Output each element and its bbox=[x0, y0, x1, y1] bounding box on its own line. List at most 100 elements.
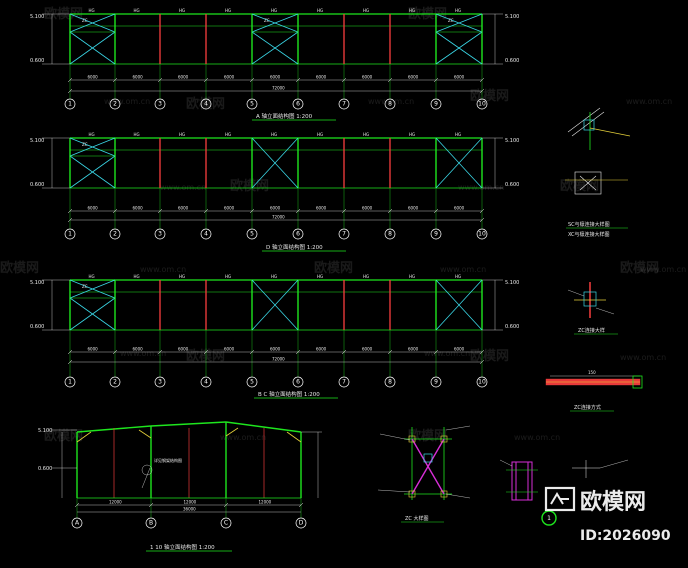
brace-tag: ZC bbox=[448, 18, 454, 23]
beam-tag: HG bbox=[89, 8, 95, 13]
axis-bubble-5 bbox=[246, 376, 258, 388]
wall-brace bbox=[69, 137, 116, 157]
axis-label: C bbox=[224, 520, 228, 527]
bay-dim-value: 6000 bbox=[408, 75, 419, 80]
bay-dim-value: 6000 bbox=[224, 75, 235, 80]
dim-tick bbox=[295, 349, 301, 355]
brace-tag: ZC bbox=[82, 18, 88, 23]
wall-brace bbox=[435, 137, 483, 189]
axis-label: 1 bbox=[68, 379, 72, 386]
bay-dim-value: 6000 bbox=[454, 75, 465, 80]
end-plate bbox=[632, 375, 643, 389]
beam-tag: HG bbox=[271, 8, 277, 13]
beam-tag: HG bbox=[225, 8, 231, 13]
corner-plate bbox=[440, 435, 448, 443]
watermark-brand: 欧模网 bbox=[186, 348, 225, 364]
axis-label: 6 bbox=[296, 379, 300, 386]
axis-bubble-10 bbox=[476, 376, 488, 388]
beam-tag: HG bbox=[409, 132, 415, 137]
bay-dim-value: 6000 bbox=[316, 75, 327, 80]
beam-tag: HG bbox=[134, 132, 140, 137]
bay-dim-value: 6000 bbox=[362, 347, 373, 352]
dim-tick bbox=[433, 77, 439, 83]
beam-tag: HG bbox=[179, 274, 185, 279]
brace-tag: ZC bbox=[82, 142, 88, 147]
leader bbox=[445, 425, 471, 431]
dim-tick bbox=[157, 77, 163, 83]
level-left-bottom: 0.600 bbox=[30, 182, 44, 188]
beam-tag: HG bbox=[455, 274, 461, 279]
watermark-layer: 欧模网欧模网欧模网欧模网欧模网欧模网欧模网欧模网欧模网欧模网欧模网欧模网欧模网w… bbox=[0, 6, 686, 444]
dim-tick bbox=[223, 502, 229, 508]
dim-tick bbox=[341, 77, 347, 83]
brace-diagonal bbox=[411, 438, 445, 495]
axis-bubble-8 bbox=[384, 376, 396, 388]
detail-column-section bbox=[499, 459, 538, 501]
axis-label: 4 bbox=[204, 101, 208, 108]
axis-label: 8 bbox=[388, 101, 392, 108]
beam-tag: HG bbox=[225, 274, 231, 279]
dim-tick bbox=[67, 349, 73, 355]
detail-zc-connection: ZC连接大样 bbox=[567, 282, 618, 335]
brace-tag: ZC bbox=[264, 18, 270, 23]
wall-brace bbox=[69, 31, 116, 65]
watermark-brand: 欧模网 bbox=[314, 260, 353, 276]
gable-level-bottom: 0.600 bbox=[38, 466, 52, 472]
leader bbox=[567, 289, 585, 297]
dim-tick bbox=[341, 208, 347, 214]
total-dim-value: 72000 bbox=[272, 357, 285, 362]
dim-tick bbox=[387, 349, 393, 355]
level-right-bottom: 0.600 bbox=[505, 182, 519, 188]
axis-label: 5 bbox=[250, 379, 254, 386]
beam-tag: HG bbox=[317, 132, 323, 137]
beam-tag: HG bbox=[317, 274, 323, 279]
axis-bubble-4 bbox=[200, 228, 212, 240]
dim-tick bbox=[295, 77, 301, 83]
axis-bubble-1 bbox=[64, 98, 76, 110]
dim-tick bbox=[157, 349, 163, 355]
elevation-title: D 轴立面结构图 1:200 bbox=[266, 243, 323, 251]
wall-brace bbox=[435, 279, 483, 331]
axis-label: 1 bbox=[68, 101, 72, 108]
image-id: ID:2026090 bbox=[580, 528, 671, 544]
axis-label: 1 bbox=[68, 231, 72, 238]
center-plate bbox=[423, 453, 433, 463]
axis-bubble-7 bbox=[338, 228, 350, 240]
bay-dim-value: 6000 bbox=[270, 75, 281, 80]
axis-label: 6 bbox=[296, 101, 300, 108]
dim-tick bbox=[479, 217, 485, 223]
axis-bubble-7 bbox=[338, 376, 350, 388]
wall-brace bbox=[69, 13, 116, 33]
bay-dim-value: 6000 bbox=[316, 206, 327, 211]
axis-label: D bbox=[299, 520, 304, 527]
bay-dim-value: 12000 bbox=[109, 500, 122, 505]
watermark-url: www.om.cn bbox=[440, 265, 486, 274]
axis-bubble-D bbox=[295, 517, 307, 529]
axis-bubble-9 bbox=[430, 376, 442, 388]
level-right-top: 5.100 bbox=[505, 14, 519, 20]
bay-dim-value: 6000 bbox=[408, 206, 419, 211]
leader bbox=[595, 307, 615, 315]
section-brace bbox=[579, 175, 597, 191]
dim-tick bbox=[387, 208, 393, 214]
axis-bubble-8 bbox=[384, 228, 396, 240]
wall-brace bbox=[251, 279, 299, 331]
level-left-top: 5.100 bbox=[30, 138, 44, 144]
beam-tag: HG bbox=[271, 274, 277, 279]
level-right-top: 5.100 bbox=[505, 138, 519, 144]
watermark-url: www.om.cn bbox=[160, 183, 206, 192]
wall-brace bbox=[69, 279, 116, 299]
detail-caption: ZC连接方式 bbox=[574, 404, 601, 411]
dim-tick bbox=[298, 502, 304, 508]
gable-note: 详见钢架结构图 bbox=[154, 457, 182, 463]
axis-bubble-7 bbox=[338, 98, 350, 110]
detail-zc-brace: ZC 大样图 bbox=[377, 425, 471, 523]
elevation-title: B C 轴立面结构图 1:200 bbox=[258, 390, 320, 398]
axis-label: 7 bbox=[342, 101, 346, 108]
bay-dim-value: 6000 bbox=[178, 75, 189, 80]
